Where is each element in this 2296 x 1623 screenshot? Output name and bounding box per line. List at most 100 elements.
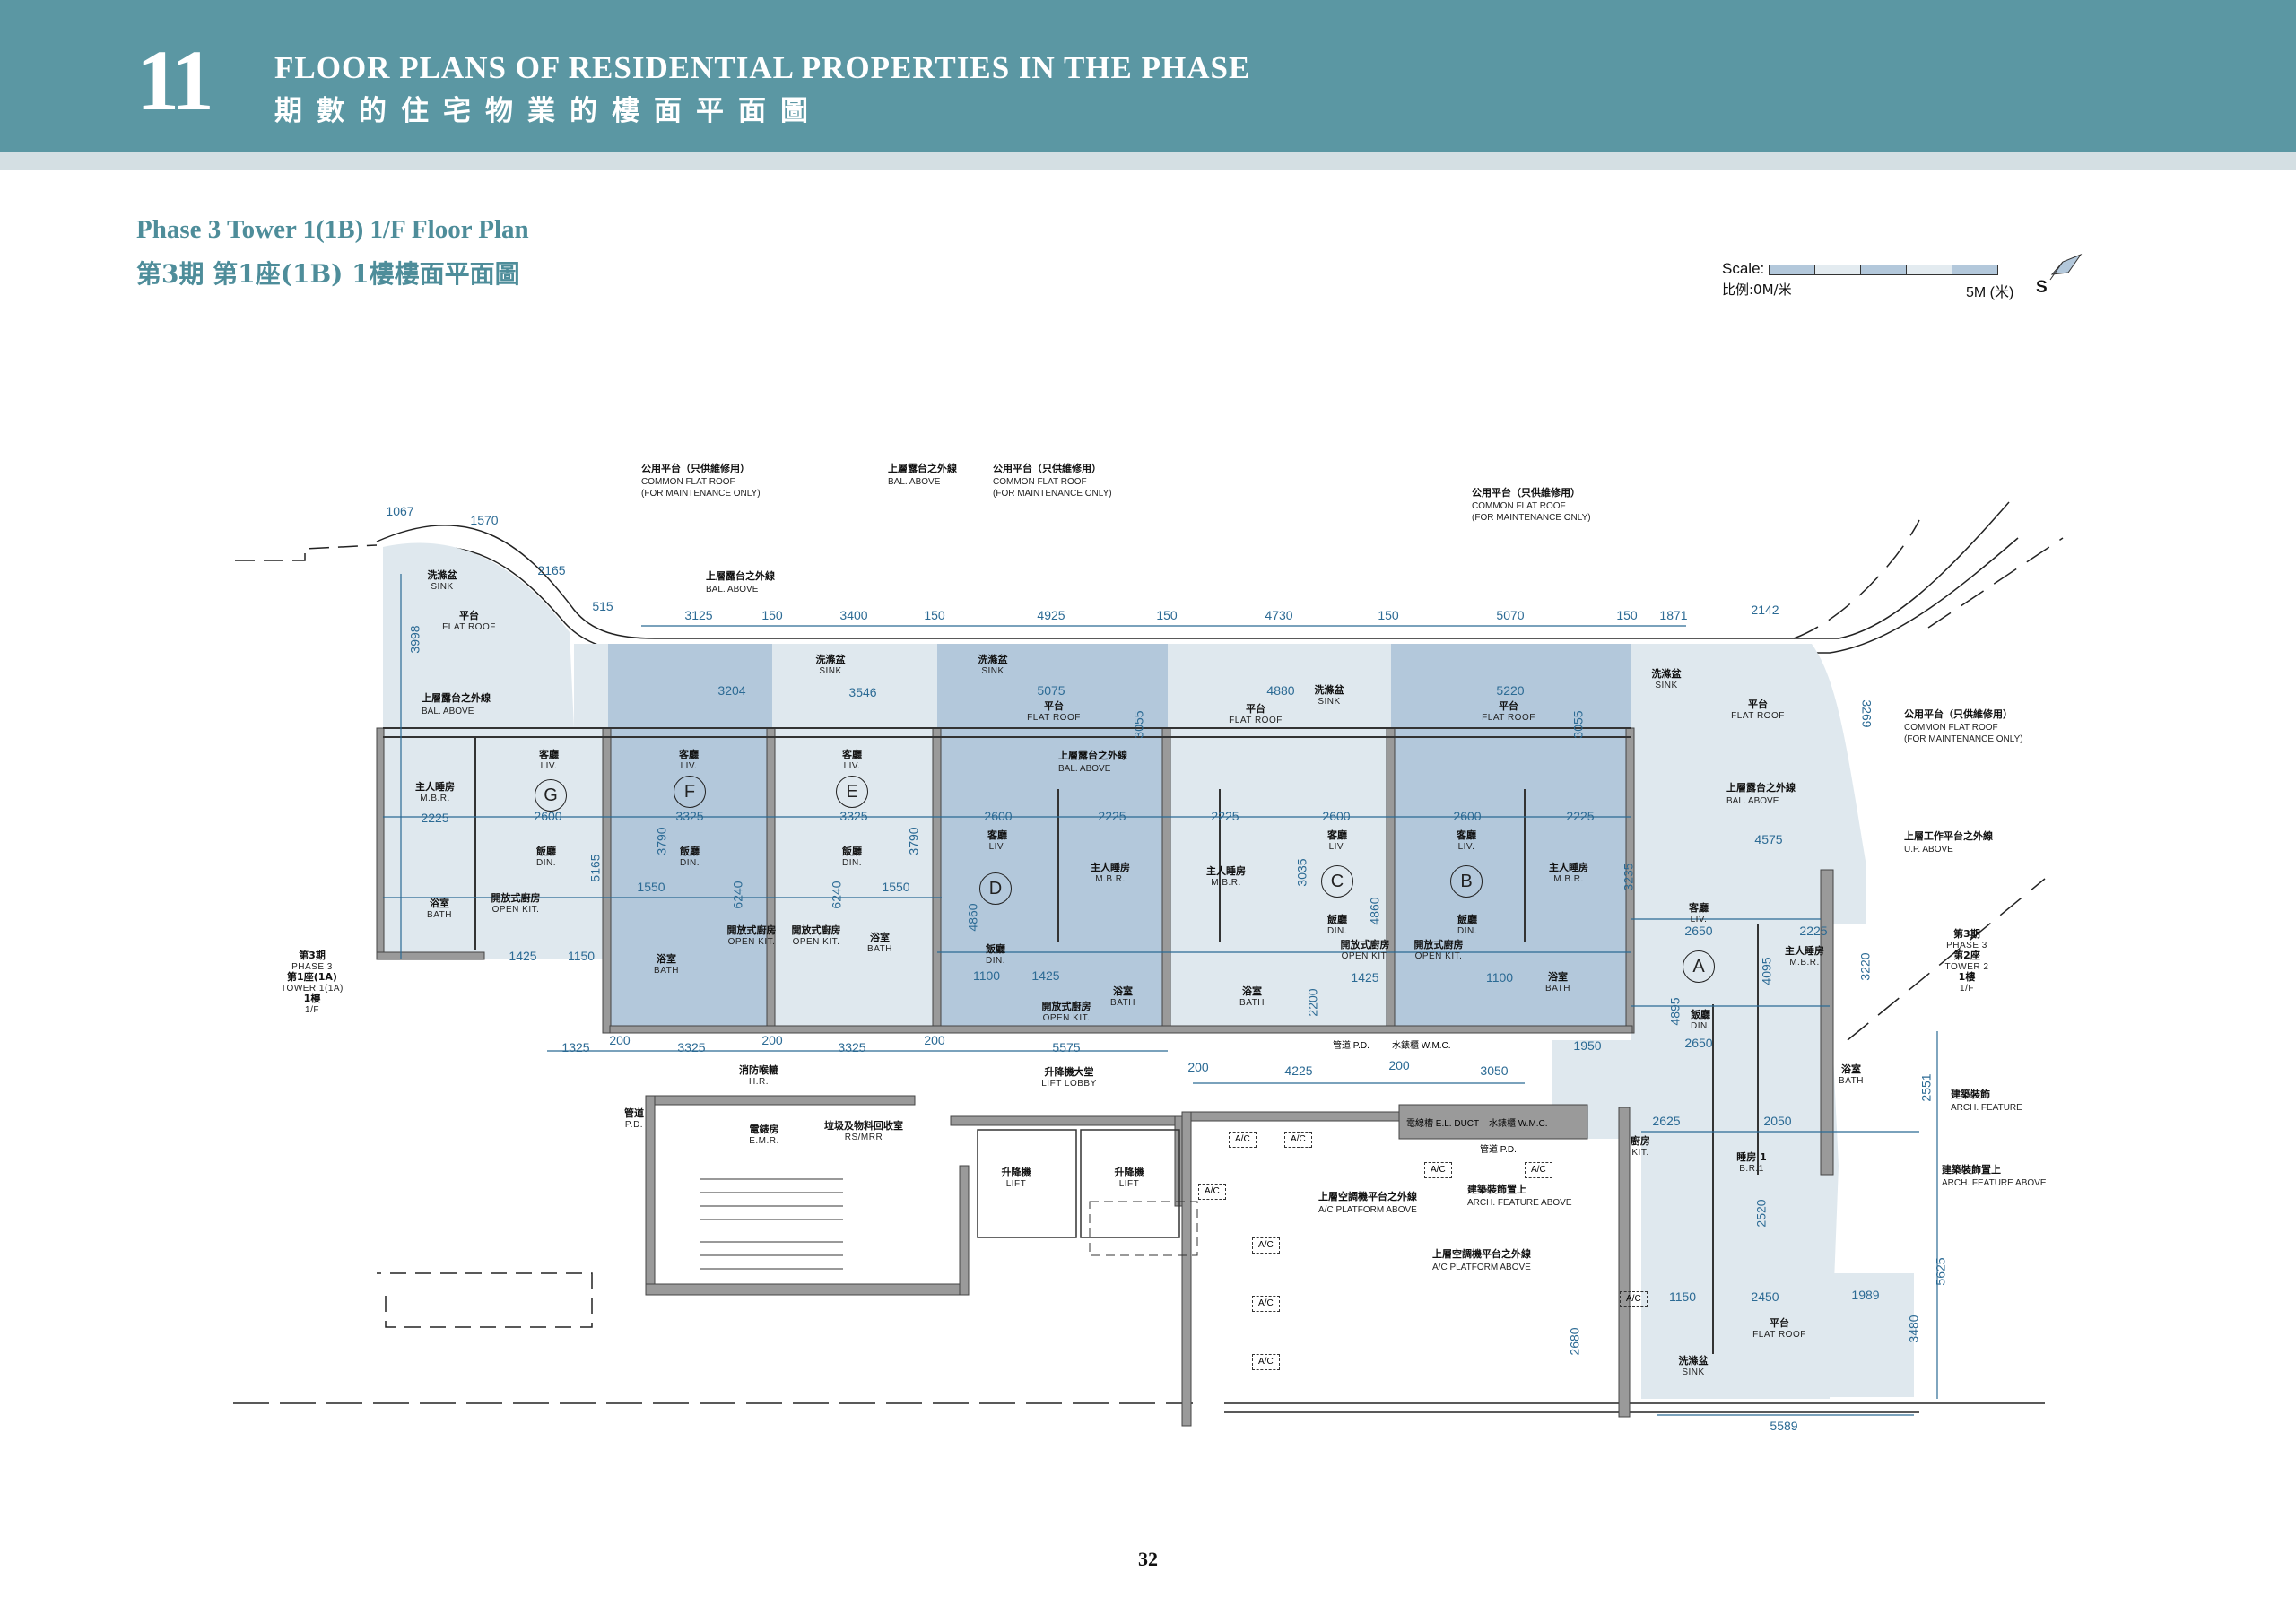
dimension: 150 (1378, 608, 1399, 622)
dimension: 200 (1388, 1058, 1410, 1072)
unit-d-area (937, 644, 1168, 1032)
dimension: 150 (924, 608, 945, 622)
water-meter-cabinet-label: 水錶櫃 W.M.C. (1489, 1119, 1548, 1129)
dimension: 1067 (386, 504, 414, 518)
callout-common-flat-roof: 公用平台（只供維修用）COMMON FLAT ROOF(FOR MAINTENA… (1904, 708, 2023, 745)
ac-platform: A/C (1252, 1296, 1280, 1312)
unit-f-area (608, 644, 772, 1032)
stair-treads (700, 1178, 843, 1270)
dimension: 5075 (1037, 683, 1065, 698)
walls (376, 727, 1834, 1427)
unit-a-area (1552, 798, 1839, 1399)
scale-label-cn: 比例:0M/米 (1722, 282, 1792, 298)
dimension: 2050 (1763, 1114, 1792, 1128)
dimension: 2225 (1566, 809, 1595, 823)
dimension: 2600 (534, 809, 562, 823)
roof-a-terrace (1657, 1273, 1914, 1397)
unit-marker-b: B (1450, 865, 1483, 898)
unit-marker-a: A (1683, 950, 1715, 983)
callout-common-flat-roof: 公用平台（只供維修用）COMMON FLAT ROOF(FOR MAINTENA… (993, 463, 1112, 499)
dimension: 4860 (965, 903, 980, 932)
dimension: 2225 (421, 811, 449, 825)
dimension: 1425 (1351, 970, 1379, 985)
dimension: 1871 (1659, 608, 1688, 622)
callout-common-flat-roof: 公用平台（只供維修用）COMMON FLAT ROOF(FOR MAINTENA… (1472, 487, 1591, 524)
dimension: 2600 (984, 809, 1013, 823)
north-arrow-icon (2049, 253, 2083, 281)
dimension: 2142 (1751, 603, 1779, 617)
dimension: 1950 (1573, 1038, 1602, 1053)
dimension: 3055 (1131, 710, 1146, 739)
dimension: 3790 (654, 827, 669, 855)
dimension: 200 (924, 1033, 945, 1047)
dimension: 2225 (1799, 924, 1828, 938)
unit-g-area (383, 728, 608, 959)
scale-bar-graphic (1769, 265, 1998, 275)
dimension: 1570 (470, 513, 499, 527)
water-meter-cabinet-label: 水錶櫃 W.M.C. (1392, 1041, 1451, 1051)
dimension: 1425 (1031, 968, 1060, 983)
header-divider-band (0, 152, 2296, 170)
section-number: 11 (136, 32, 214, 128)
dimension: 1100 (972, 968, 1001, 983)
dimension: 4880 (1266, 683, 1295, 698)
dimension: 4925 (1037, 608, 1065, 622)
dimension: 200 (1187, 1060, 1209, 1074)
dimension: 3035 (1294, 858, 1309, 887)
dimension: 3325 (839, 809, 868, 823)
pipe-duct-label: 管道 P.D. (1480, 1145, 1517, 1155)
electrical-duct-label: 電線槽 E.L. DUCT (1406, 1119, 1480, 1129)
dimension: 1550 (882, 880, 910, 894)
unit-marker-d: D (979, 872, 1012, 905)
page-number: 32 (1138, 1548, 1158, 1570)
ac-platform: A/C (1284, 1132, 1312, 1148)
dimension: 2520 (1753, 1199, 1769, 1228)
dimension: 3325 (677, 1040, 706, 1055)
dimension: 4730 (1265, 608, 1293, 622)
dimension: 5625 (1933, 1257, 1948, 1286)
unit-c-area (1168, 644, 1391, 1032)
dimension: 3325 (838, 1040, 866, 1055)
unit-b-area (1391, 644, 1631, 1032)
dimension: 3480 (1906, 1315, 1921, 1343)
dimension: 515 (592, 599, 613, 613)
unit-marker-g: G (535, 779, 567, 812)
dimension: 4575 (1754, 832, 1783, 846)
